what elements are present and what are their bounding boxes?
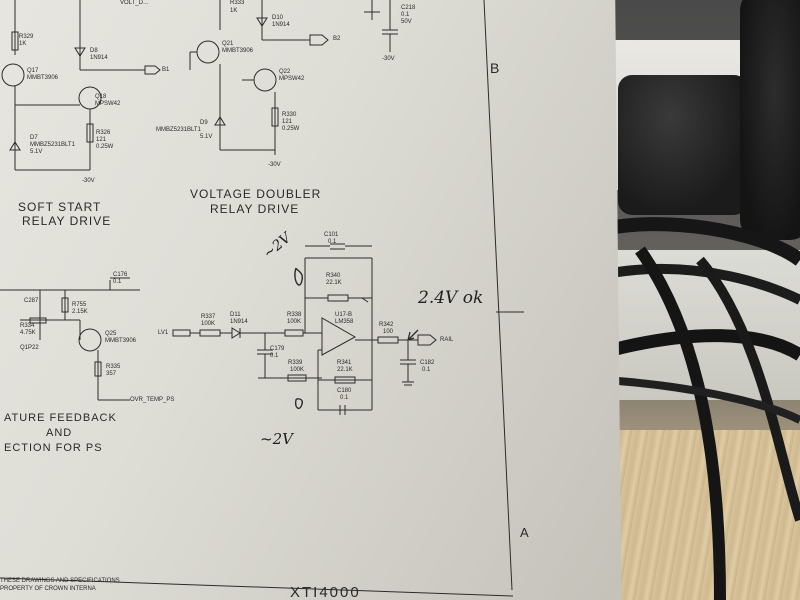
part-value: MMBT3906 [27, 75, 59, 81]
part-label: R342 [379, 322, 394, 328]
section-title: VOLTAGE DOUBLER [190, 187, 322, 201]
part-value: 100K [201, 321, 216, 327]
part-value: 0.1 [422, 367, 431, 373]
part-value: 2.15K [72, 309, 88, 315]
part-value: 357 [106, 371, 117, 377]
section-title: AND [46, 427, 73, 439]
part-value: 100K [287, 319, 302, 325]
footer-note: PROPERTY OF CROWN INTERNA [0, 586, 96, 592]
part-value: 121 [282, 119, 293, 125]
part-label: D10 [272, 15, 284, 21]
part-label: D7 [30, 135, 38, 141]
part-value: MMBZ5231BLT1 [30, 142, 75, 148]
part-value: MPSW42 [279, 76, 305, 82]
part-value: MMBT3906 [222, 48, 254, 54]
part-label: R326 [96, 130, 111, 136]
part-value: 0.1 [270, 353, 279, 359]
part-label: D11 [230, 312, 241, 318]
part-label: C176 [113, 272, 128, 278]
part-label: D9 [200, 120, 208, 126]
part-value: 5.1V [30, 149, 43, 155]
part-label: Q25 [105, 331, 117, 337]
net-label: -30V [382, 56, 395, 62]
part-value: 22.1K [337, 367, 353, 373]
part-label: U17-B [335, 312, 353, 318]
model-title: XTI4000 [290, 584, 361, 600]
part-value: 1N914 [272, 22, 290, 28]
part-value: 22.1K [326, 280, 342, 286]
part-value: 50V [401, 19, 412, 25]
part-label: C180 [337, 388, 352, 394]
part-label: R337 [201, 314, 216, 320]
part-value: 0.25W [282, 126, 300, 132]
part-label: Q18 [95, 94, 107, 100]
part-value: MMBZ5231BLT1 [156, 127, 201, 133]
zone-marker-b: B [490, 60, 500, 76]
part-value: 0.1 [340, 395, 349, 401]
part-label: R338 [287, 312, 302, 318]
net-label: OVR_TEMP_PS [130, 397, 175, 403]
handwritten-note-bottom: ~2V [260, 430, 293, 448]
part-value: 5.1V [200, 134, 213, 140]
part-label: R330 [282, 112, 297, 118]
net-label: -30V [82, 178, 95, 184]
part-label: R340 [326, 273, 341, 279]
part-label: Q22 [279, 69, 291, 75]
section-title: ATURE FEEDBACK [4, 412, 117, 424]
part-label: Q17 [27, 68, 39, 74]
part-value: MPSW42 [95, 101, 121, 107]
part-label: R339 [288, 360, 303, 366]
part-value: 4.75K [20, 330, 36, 336]
part-label: R755 [72, 302, 87, 308]
section-title: SOFT START [18, 200, 102, 214]
part-value: 1K [230, 8, 238, 14]
part-value: 1N914 [90, 55, 108, 61]
part-label: R329 [19, 34, 34, 40]
section-title: RELAY DRIVE [22, 214, 112, 228]
black-device [618, 75, 748, 215]
black-device-right [740, 0, 800, 240]
part-label: D8 [90, 48, 98, 54]
part-label: Q21 [222, 41, 234, 47]
part-label: C218 [401, 5, 416, 11]
part-value: 0.1 [113, 279, 122, 285]
part-label: R341 [337, 360, 352, 366]
part-value: 0.1 [328, 239, 337, 245]
net-label: LV1 [158, 330, 169, 336]
section-title: RELAY DRIVE [210, 202, 300, 216]
part-value: LM358 [335, 319, 354, 325]
part-label: R333 [230, 0, 245, 6]
part-label: C101 [324, 232, 339, 238]
footer-note: THESE DRAWINGS AND SPECIFICATIONS [0, 578, 120, 584]
part-value: 0.1 [401, 12, 410, 18]
part-value: 0.25W [96, 144, 114, 150]
part-value: MMBT3906 [105, 338, 137, 344]
part-label: C179 [270, 346, 285, 352]
part-label: Q1P22 [20, 345, 39, 351]
zone-marker-a: A [520, 525, 529, 540]
net-label: VOLT_D… [120, 0, 149, 6]
net-label: RAIL [440, 337, 454, 343]
net-label: -30V [268, 162, 281, 168]
part-value: 100K [290, 367, 305, 373]
net-label: B2 [333, 36, 341, 42]
part-value: 1K [19, 41, 27, 47]
handwritten-note-rail: 2.4V ok [418, 288, 484, 308]
wooden-surface [600, 430, 800, 600]
part-label: C182 [420, 360, 435, 366]
net-label: B1 [162, 67, 170, 73]
part-value: 1N914 [230, 319, 248, 325]
part-label: R334 [20, 323, 35, 329]
part-value: 121 [96, 137, 107, 143]
part-value: 100 [383, 329, 394, 335]
part-label: C287 [24, 298, 39, 304]
part-label: R335 [106, 364, 121, 370]
section-title: ECTION FOR PS [4, 442, 103, 454]
